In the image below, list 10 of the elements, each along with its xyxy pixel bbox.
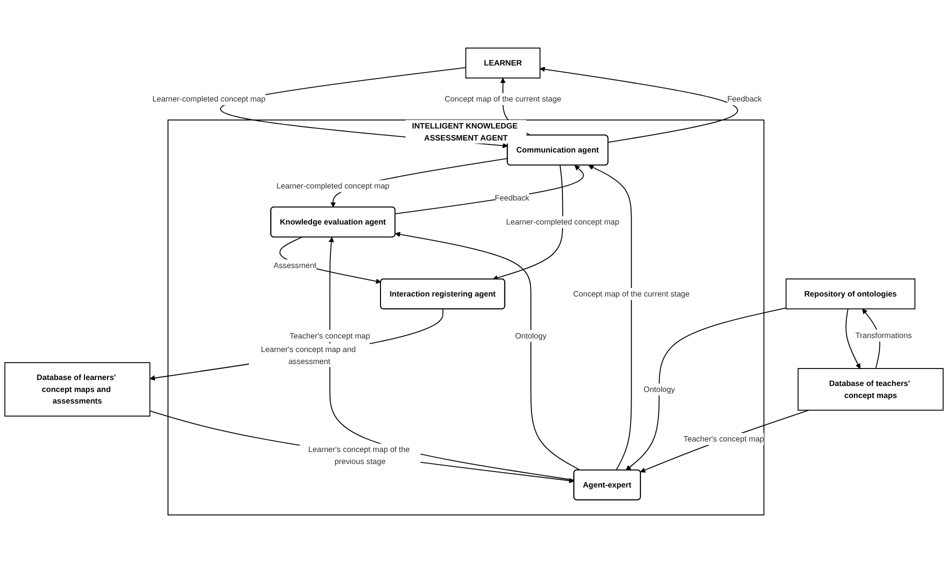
arrow [845, 308, 860, 369]
arrow [149, 410, 574, 484]
arrow [626, 308, 787, 470]
arrow [395, 232, 581, 471]
arrow [588, 165, 632, 471]
arrow [150, 308, 444, 381]
arrow [540, 66, 738, 143]
arrow [492, 164, 564, 280]
arrow [640, 410, 810, 473]
arrow [394, 165, 584, 214]
